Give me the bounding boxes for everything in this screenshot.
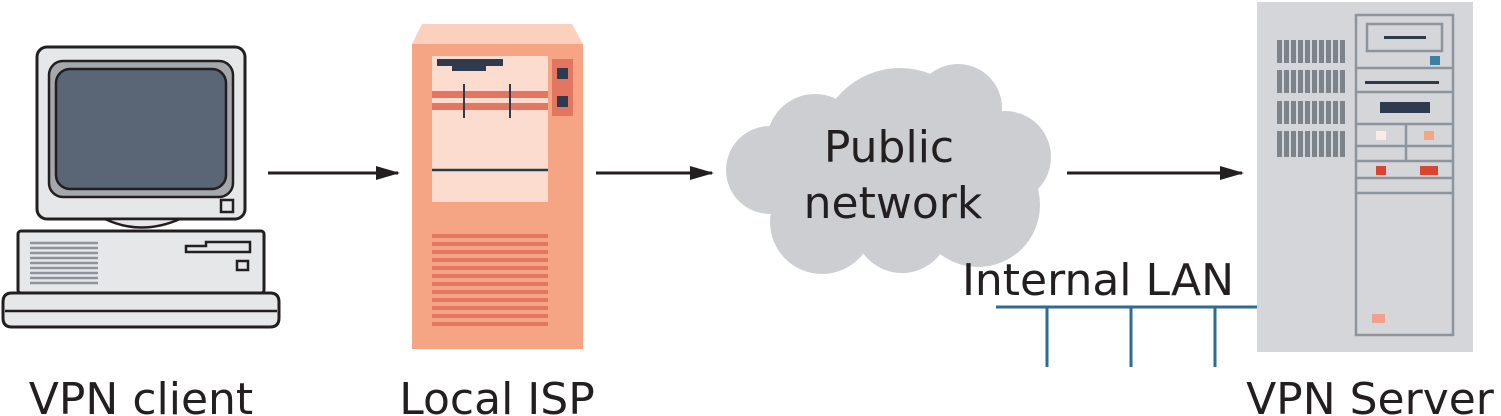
public-network-label-line1: Public bbox=[824, 122, 954, 173]
local-isp-label: Local ISP bbox=[399, 374, 594, 416]
desktop-computer-icon bbox=[1, 45, 281, 329]
lan-bus-icon bbox=[996, 305, 1258, 367]
rack-server-icon bbox=[1257, 2, 1473, 352]
internal-lan-label: Internal LAN bbox=[962, 255, 1234, 306]
vpn-server-label: VPN Server bbox=[1246, 374, 1495, 416]
cloud-icon bbox=[726, 64, 1051, 274]
vpn-client-label: VPN client bbox=[29, 374, 253, 416]
tower-server-icon bbox=[412, 24, 583, 349]
public-network-label-line2: network bbox=[804, 178, 983, 229]
